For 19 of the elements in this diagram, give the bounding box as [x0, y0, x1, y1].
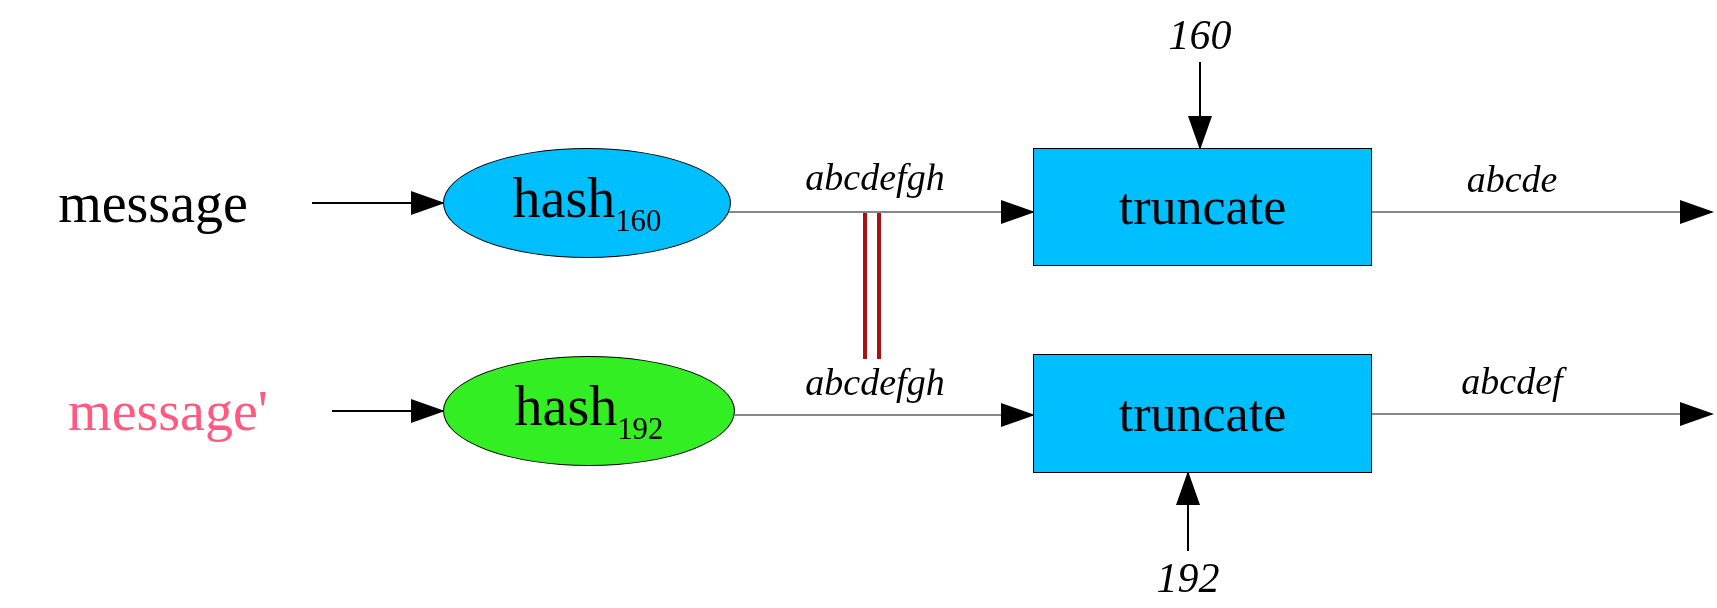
arrow — [1188, 61, 1212, 150]
node-label: truncate — [1118, 181, 1287, 233]
edge-label: abcdefgh — [805, 363, 945, 401]
bit-length-label: 192 — [1156, 557, 1220, 599]
edge-label: abcdefgh — [805, 158, 945, 196]
arrow — [733, 403, 1035, 427]
node-label: truncate — [1118, 387, 1287, 440]
arrow — [1176, 471, 1200, 552]
arrow — [728, 200, 1035, 224]
node-label: hash$_{192}$ — [514, 377, 664, 445]
arrow — [311, 191, 445, 215]
process-box — [1033, 148, 1372, 266]
edge-label: abcde — [1466, 160, 1558, 198]
process-box — [1033, 354, 1372, 473]
arrow — [331, 399, 445, 423]
node-label: hash$_{160}$ — [512, 169, 662, 237]
bit-length-label: 160 — [1168, 14, 1232, 56]
arrow — [1371, 402, 1714, 426]
arrow — [1371, 200, 1714, 224]
